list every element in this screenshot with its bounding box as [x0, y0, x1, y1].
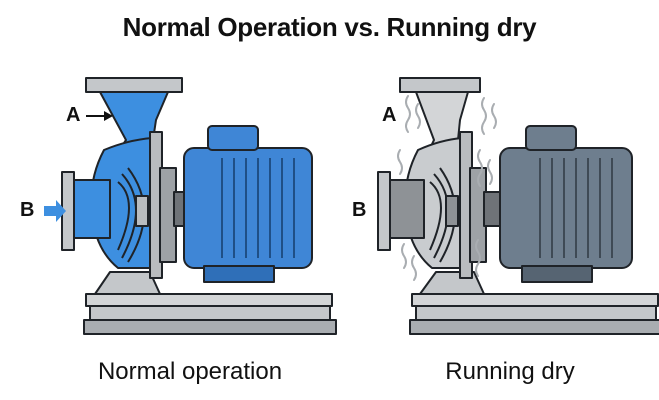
pump-foot — [419, 271, 485, 295]
arrow-right-icon — [86, 111, 113, 121]
caption-normal-operation: Normal operation — [97, 358, 283, 385]
base-plate — [83, 293, 337, 335]
caption-running-dry: Running dry — [445, 358, 575, 385]
motor-gray — [499, 125, 633, 283]
impeller — [429, 167, 459, 263]
impeller — [117, 167, 149, 263]
inlet-arrow-icon — [44, 200, 66, 222]
diagram-title: Normal Operation vs. Running dry — [122, 12, 537, 42]
suction-nozzle — [385, 179, 425, 239]
suction-flange — [377, 171, 391, 251]
label-b-normal: B — [20, 199, 35, 221]
bearing-bracket — [159, 167, 177, 263]
base-plate — [409, 293, 659, 335]
bearing-bracket — [469, 167, 487, 263]
normal-operation-pump — [61, 77, 337, 335]
label-b-dry: B — [352, 199, 367, 221]
running-dry-pump — [377, 77, 659, 335]
label-a-normal: A — [66, 104, 81, 126]
motor-blue — [183, 125, 313, 283]
discharge-flange — [85, 77, 183, 93]
label-a-dry: A — [382, 104, 397, 126]
heat-wave-icon — [397, 95, 497, 281]
discharge-flange — [399, 77, 481, 93]
suction-nozzle — [69, 179, 111, 239]
